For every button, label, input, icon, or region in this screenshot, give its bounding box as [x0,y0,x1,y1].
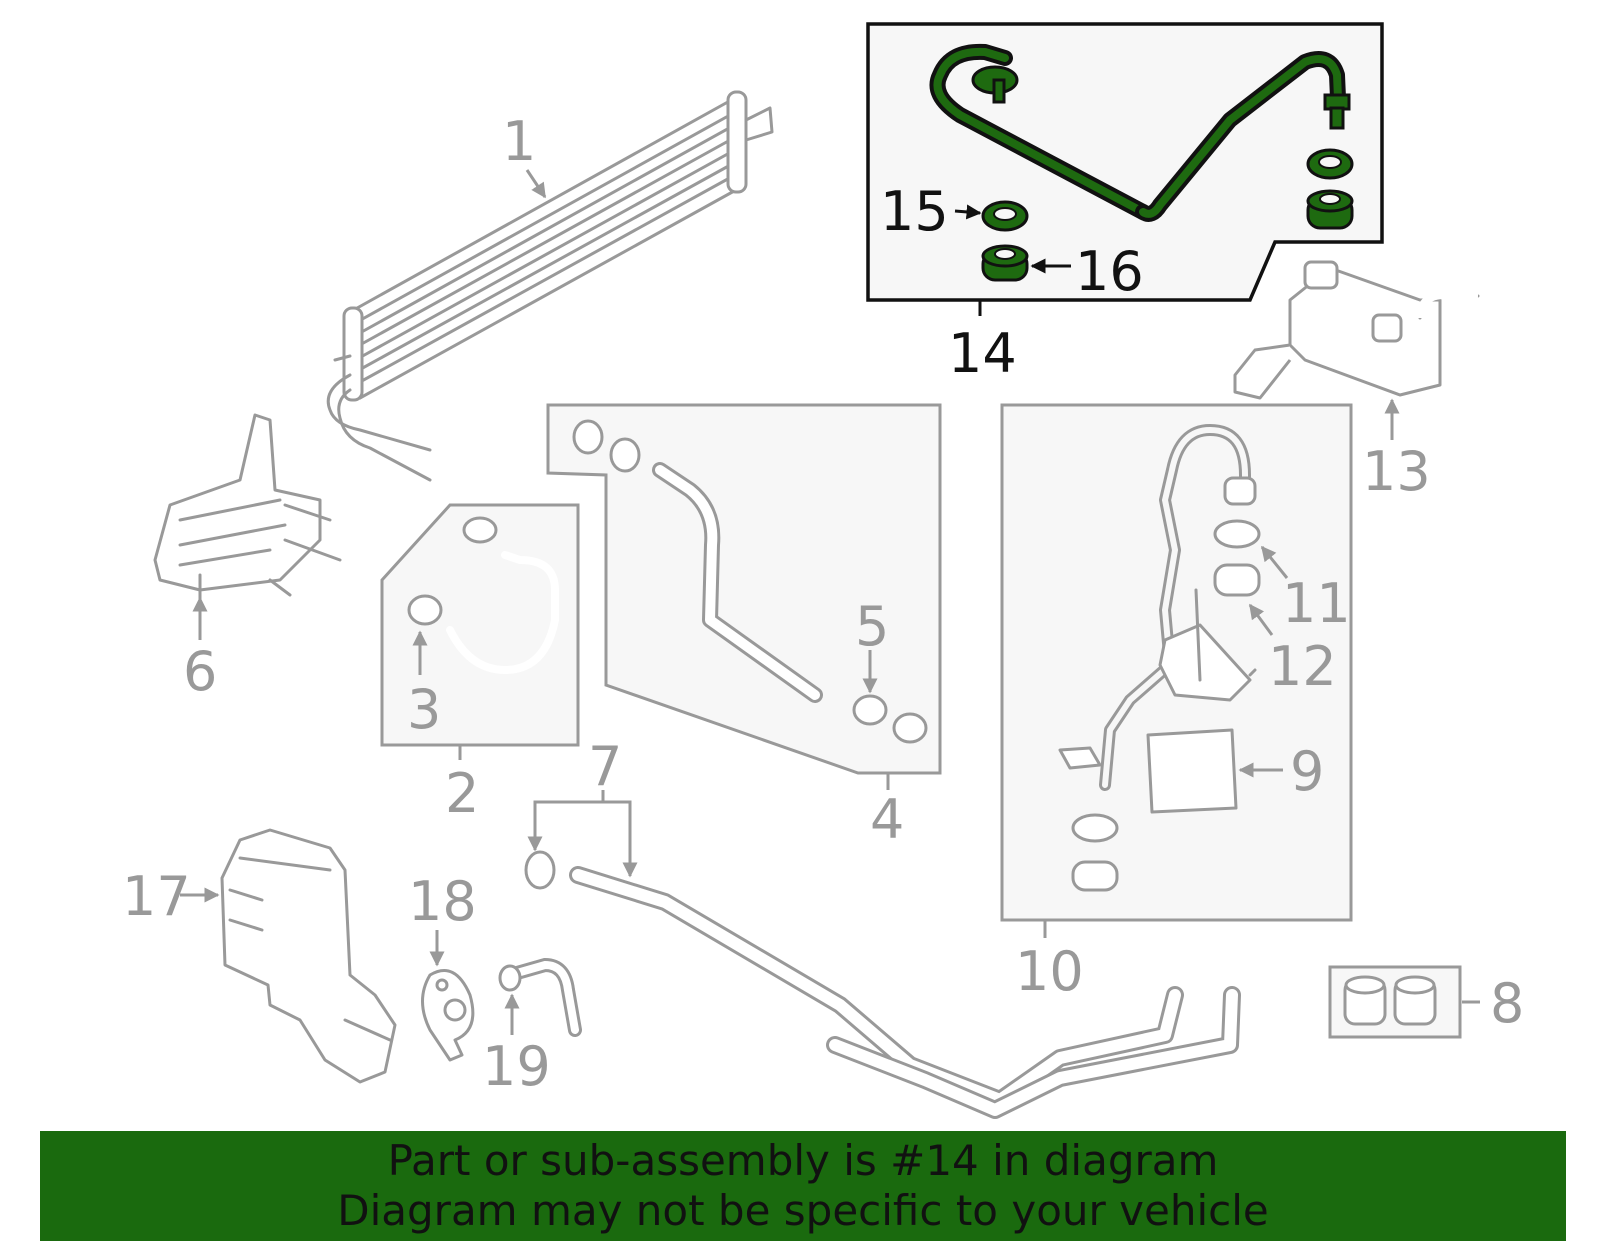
callout-14[interactable]: 14 [948,322,1017,385]
callout-16[interactable]: 16 [1075,240,1144,303]
part-18-gasket[interactable] [421,969,475,1062]
callout-6[interactable]: 6 [183,640,217,703]
callout-11[interactable]: 11 [1282,572,1351,635]
part-13-cooler[interactable] [1233,260,1480,400]
leader-11 [1260,545,1289,579]
part-2-box[interactable] [380,503,580,747]
part-17-housing[interactable] [220,828,397,1084]
callout-15[interactable]: 15 [880,180,949,243]
banner-line-2: Diagram may not be specific to your vehi… [337,1186,1269,1235]
callout-13[interactable]: 13 [1362,440,1431,503]
callout-9[interactable]: 9 [1290,740,1324,803]
callout-4[interactable]: 4 [870,788,904,851]
callout-7[interactable]: 7 [588,735,622,798]
callout-2[interactable]: 2 [445,762,479,825]
seal-upper-right [1306,148,1354,230]
leader-12 [1248,603,1274,636]
part-8-seal-kit[interactable] [1328,965,1462,1039]
notice-banner: Part or sub-assembly is #14 in diagram D… [40,1131,1566,1241]
part-7-cooler-line[interactable] [524,850,1241,1119]
leader-1 [525,169,547,199]
cooler-pipe-highlighted[interactable] [929,43,1351,222]
part-15-seal[interactable] [981,200,1029,232]
part-1-oil-cooler[interactable] [326,90,774,482]
callout-19[interactable]: 19 [482,1035,551,1098]
callout-12[interactable]: 12 [1268,635,1337,698]
callout-8[interactable]: 8 [1490,972,1524,1035]
callout-17[interactable]: 17 [122,865,191,928]
callout-1[interactable]: 1 [502,110,536,173]
leader-7 [533,800,632,820]
callout-10[interactable]: 10 [1015,940,1084,1003]
callout-5[interactable]: 5 [855,595,889,658]
part-16-seal[interactable] [981,244,1029,282]
part-14-group[interactable]: 15 16 14 [866,22,1384,385]
part-4-box[interactable] [546,403,942,775]
banner-line-1: Part or sub-assembly is #14 in diagram [387,1136,1219,1185]
part-19-hose[interactable] [498,957,582,1037]
part-10-box[interactable] [1000,403,1353,922]
callout-18[interactable]: 18 [408,870,477,933]
callout-3[interactable]: 3 [407,678,441,741]
leader-15 [954,204,982,220]
part-6-bracket-cooler[interactable] [153,413,342,600]
